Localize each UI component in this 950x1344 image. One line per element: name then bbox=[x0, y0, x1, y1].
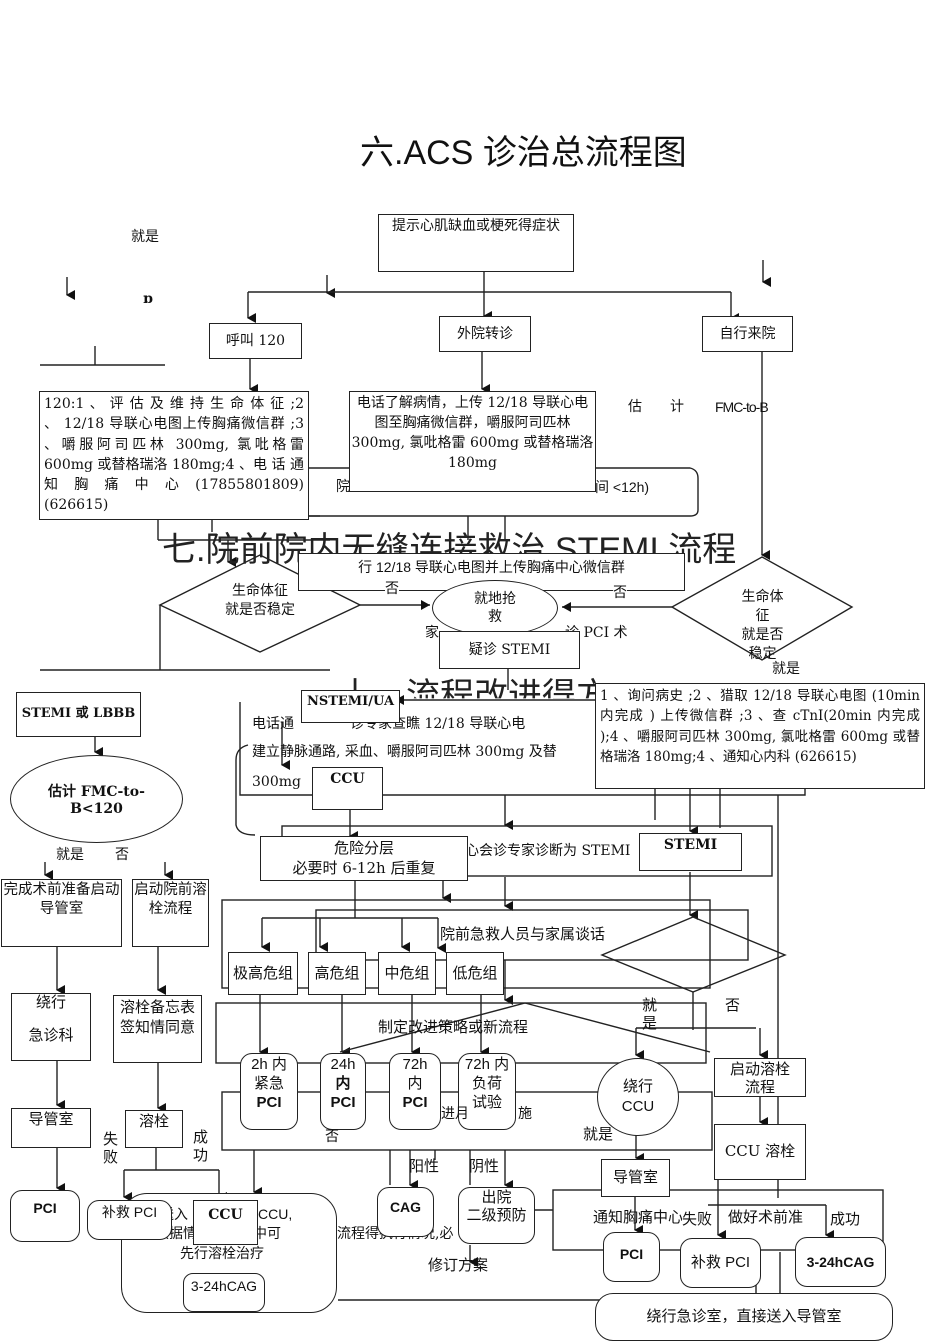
cag-box[interactable]: CAG bbox=[377, 1187, 434, 1237]
yes-label: 就是 bbox=[56, 847, 84, 863]
implement-text-a: 进月 bbox=[441, 1106, 469, 1122]
ccu-lysis-box[interactable]: CCU 溶栓 bbox=[714, 1124, 806, 1180]
suspect-stemi-box[interactable]: 疑诊 STEMI bbox=[439, 631, 580, 669]
fail-label: 失 败 bbox=[103, 1130, 119, 1166]
timing-2h-pci-box[interactable]: 2h 内 紧急 PCI bbox=[240, 1053, 298, 1130]
risk-group-mid[interactable]: 中危组 bbox=[378, 952, 436, 995]
yes-label-right: 就是 bbox=[772, 661, 800, 677]
timing-72h-stress-test-box[interactable]: 72h 内 负荷 试验 bbox=[458, 1053, 516, 1130]
cag-3-24h-left-box[interactable]: 3-24hCAG bbox=[183, 1273, 265, 1312]
success-label: 成 功 bbox=[193, 1128, 209, 1164]
implement-text-b: 施 bbox=[518, 1106, 532, 1122]
stemi-mid-box[interactable]: STEMI bbox=[639, 833, 742, 871]
bypass-er-box[interactable]: 绕行 急诊科 bbox=[11, 993, 91, 1061]
pci-right-box[interactable]: PCI bbox=[603, 1232, 660, 1282]
ccu-mid-box[interactable]: CCU bbox=[312, 767, 383, 810]
vitals-stable-left-decision[interactable]: 生命体征 就是否稳定 bbox=[225, 583, 295, 618]
start-lysis-right-box[interactable]: 启动溶栓 流程 bbox=[714, 1058, 806, 1097]
onset-tail-text: 间 <12h) bbox=[595, 479, 650, 495]
lysis-box[interactable]: 溶栓 bbox=[125, 1110, 183, 1148]
pci-left-box[interactable]: PCI bbox=[10, 1190, 80, 1242]
nstemi-ua-box[interactable]: NSTEMI/UA bbox=[301, 690, 400, 723]
onsite-rescue-node[interactable]: 就地抢 救 bbox=[432, 580, 558, 636]
cath-lab-right-box[interactable]: 导管室 bbox=[601, 1159, 670, 1197]
yes-split-label: 就 是 bbox=[642, 996, 658, 1032]
rescue-pci-right-box[interactable]: 补救 PCI bbox=[680, 1238, 761, 1288]
phone-expert-text: 电话通 诊专家查瞧 12/18 导联心电 bbox=[252, 716, 526, 732]
yes-label: 就是 bbox=[583, 1125, 614, 1143]
timing-line2: 内 PCI bbox=[330, 1074, 356, 1111]
transfer-actions-box[interactable]: 电话了解病情，上传 12/18 导联心电图至胸痛微信群，嚼服阿司匹林 300mg… bbox=[349, 391, 596, 492]
vitals-stable-right-decision[interactable]: 生命体 征 就是否 稳定 bbox=[741, 589, 784, 662]
no-label: 否 bbox=[325, 1129, 339, 1145]
lysis-consent-box[interactable]: 溶栓备忘表签知情同意 bbox=[113, 995, 202, 1063]
negative-label: 阴性 bbox=[469, 1157, 500, 1175]
overlay-title-10: 十、流程改进得方 bbox=[338, 677, 610, 715]
risk-stratification-box[interactable]: 危险分层 必要时 6-12h 后重复 bbox=[260, 836, 468, 881]
risk-group-very-high[interactable]: 极高危组 bbox=[228, 952, 298, 995]
fail-inline-label: 失败 bbox=[682, 1210, 713, 1230]
page-title: 六.ACS 诊治总流程图 bbox=[360, 134, 687, 172]
strategy-text: 制定改进策略或新流程 bbox=[378, 1019, 529, 1036]
symptom-box[interactable]: 提示心肌缺血或梗死得症状 bbox=[378, 214, 574, 272]
rescue-pci-left-box[interactable]: 补救 PCI bbox=[87, 1200, 172, 1240]
ccu-region-line3: 先行溶栓治疗 bbox=[180, 1246, 264, 1262]
notify-center-text: 通知胸痛中心 做好术前准 bbox=[593, 1208, 804, 1226]
success-inline-label: 成功 bbox=[830, 1210, 861, 1230]
bypass-ccu-node[interactable]: 绕行 CCU bbox=[597, 1058, 679, 1136]
self-arrival-box[interactable]: 自行来院 bbox=[702, 316, 793, 352]
timing-72h-pci-box[interactable]: 72h 内 PCI bbox=[389, 1053, 441, 1130]
timing-24h-pci-box[interactable]: 24h 内 PCI bbox=[320, 1053, 366, 1130]
stemi-lbbb-box[interactable]: STEMI 或 LBBB bbox=[16, 692, 141, 737]
yes-label: 就是 bbox=[131, 229, 159, 245]
estimate-label: 估 计 bbox=[628, 399, 684, 415]
no-label-left: 否 bbox=[385, 580, 399, 599]
dose-text: 300mg bbox=[252, 774, 301, 790]
discharge-prevention-box[interactable]: 出院 二级预防 bbox=[458, 1187, 535, 1244]
fmc-to-b-label: FMC-to-B bbox=[715, 399, 769, 415]
ambulance-actions-box[interactable]: 120:1 、 评 估 及 维 持 生 命 体 征 ;2 、 12/18 导联心… bbox=[39, 391, 309, 520]
no-label: 否 bbox=[115, 847, 129, 863]
timing-line1: 72h bbox=[402, 1056, 428, 1073]
positive-label: 阳性 bbox=[409, 1157, 440, 1175]
bypass-er-direct-box[interactable]: 绕行急诊室，直接送入导管室 bbox=[595, 1293, 893, 1341]
timing-line2: 内 bbox=[407, 1074, 423, 1092]
fmc-estimate-node[interactable]: 估计 FMC-to-B<120 bbox=[10, 755, 183, 843]
family-talk-text: 院前急救人员与家属谈话 bbox=[440, 925, 606, 943]
revise-plan-text: 修订方案 bbox=[428, 1256, 489, 1274]
rescue-pci-right-label: 补救 PCI bbox=[690, 1254, 751, 1272]
cag-3-24h-right-box[interactable]: 3-24hCAG bbox=[795, 1237, 886, 1287]
no-label: 否 bbox=[725, 996, 741, 1014]
timing-line1: 24h bbox=[330, 1056, 356, 1073]
onset-head-text: 院 bbox=[336, 479, 350, 495]
timing-line3: 试验 bbox=[471, 1093, 502, 1111]
risk-group-low[interactable]: 低危组 bbox=[446, 952, 504, 995]
transfer-box[interactable]: 外院转诊 bbox=[439, 316, 531, 352]
risk-group-high[interactable]: 高危组 bbox=[308, 952, 366, 995]
history-ecg-box[interactable]: 1 、询问病史 ;2 、猎取 12/18 导联心电图 (10min 内完成 ) … bbox=[595, 683, 925, 789]
call-120-box[interactable]: 呼叫 120 bbox=[209, 323, 302, 359]
rescue-pci-left-label: 补救 PCI bbox=[101, 1204, 158, 1220]
iv-line-text: 建立静脉通路, 采血、嚼服阿司匹林 300mg 及替 bbox=[252, 744, 557, 760]
prep-cath-lab-box[interactable]: 完成术前准备启动导管室 bbox=[1, 879, 122, 947]
stray-mark: ɒ bbox=[143, 291, 153, 307]
start-prehosp-lysis-box[interactable]: 启动院前溶栓流程 bbox=[132, 879, 209, 947]
timing-line3: PCI bbox=[402, 1093, 428, 1111]
timing-line2: 负荷 bbox=[471, 1074, 502, 1092]
timing-line1: 72h 内 bbox=[464, 1056, 510, 1073]
timing-line3: PCI bbox=[256, 1093, 282, 1111]
no-label-right: 否 bbox=[613, 584, 627, 603]
consult-stemi-text: 心会诊专家诊断为 STEMI bbox=[465, 843, 631, 859]
ccu-left-box[interactable]: CCU bbox=[193, 1200, 258, 1245]
timing-line1: 2h 内 bbox=[251, 1056, 287, 1073]
cath-lab-left-box[interactable]: 导管室 bbox=[11, 1108, 91, 1148]
timing-line2: 紧急 bbox=[253, 1074, 284, 1092]
